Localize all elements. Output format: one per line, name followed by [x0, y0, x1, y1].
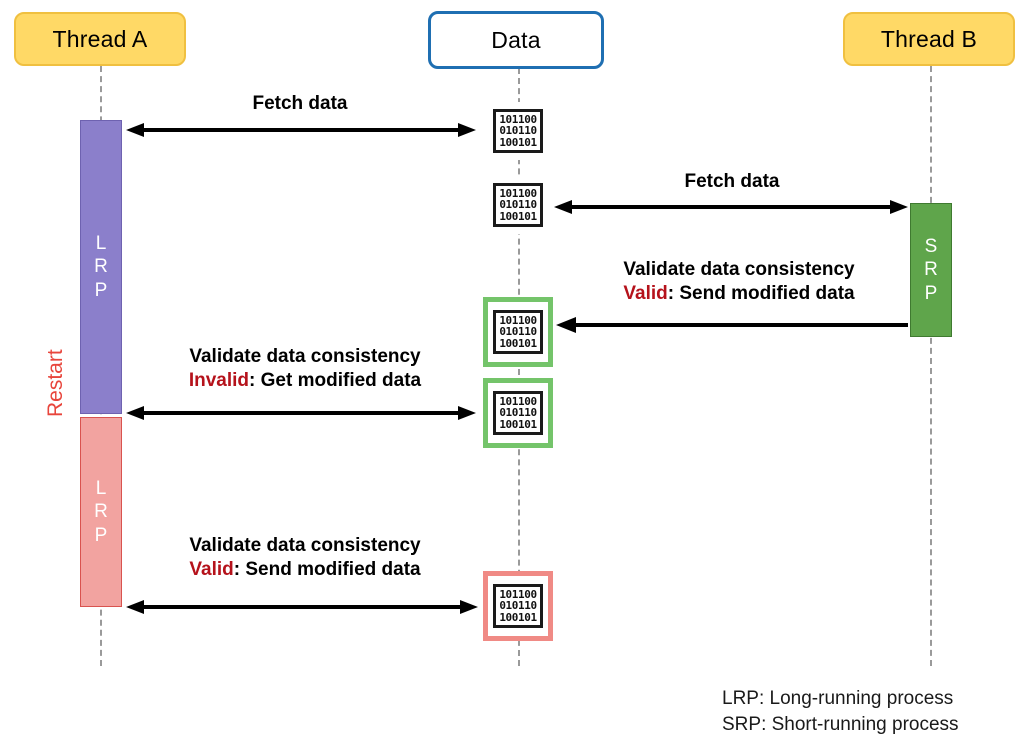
legend-line-srp: SRP: Short-running process	[722, 714, 959, 736]
message-line-2: Valid: Send modified data	[589, 282, 889, 306]
message-line-1: Fetch data	[252, 93, 348, 114]
data-bits-row: 101100	[499, 313, 537, 327]
activation-srp[interactable]: S R P	[910, 203, 952, 337]
data-icon-inner: 101100 010110 100101	[493, 309, 543, 355]
arrow-lrp-invalid[interactable]	[126, 403, 476, 423]
data-icon-invalid-1[interactable]: 101100 010110 100101	[483, 571, 553, 641]
data-bits-row: 010110	[499, 599, 537, 613]
data-bits-row: 100101	[499, 417, 537, 431]
activation-glyph: S	[924, 236, 938, 258]
data-icon-valid-1[interactable]: 101100 010110 100101	[483, 297, 553, 367]
data-icon-inner: 101100 010110 100101	[493, 108, 543, 154]
actor-thread-b[interactable]: Thread B	[843, 12, 1015, 66]
arrow-fetch-data-b[interactable]	[554, 197, 908, 217]
activation-lrp-restart[interactable]: L R P	[80, 417, 122, 607]
message-line-2-rest: : Send modified data	[667, 283, 855, 305]
lifeline-data	[518, 68, 520, 666]
message-label-fetch-data-a: Fetch data	[128, 92, 472, 116]
arrow-fetch-data-a[interactable]	[126, 120, 476, 140]
data-bits-row: 010110	[499, 325, 537, 339]
data-bits-row: 100101	[499, 209, 537, 223]
message-label-lrp-invalid: Validate data consistency Invalid: Get m…	[155, 345, 455, 394]
activation-glyph: P	[94, 279, 108, 301]
data-icon-inner: 101100 010110 100101	[493, 583, 543, 629]
activation-glyph: P	[94, 524, 108, 546]
arrow-lrp-valid[interactable]	[126, 597, 478, 617]
data-bits-row: 100101	[499, 610, 537, 624]
message-line-2-rest: : Get modified data	[249, 370, 422, 392]
legend: LRP: Long-running process SRP: Short-run…	[722, 686, 959, 738]
message-line-1: Validate data consistency	[189, 346, 421, 367]
data-bits-row: 101100	[499, 186, 537, 200]
message-line-1: Fetch data	[684, 171, 780, 192]
data-bits-row: 101100	[499, 112, 537, 126]
data-bits-row: 100101	[499, 135, 537, 149]
activation-glyph: L	[95, 233, 107, 255]
activation-glyph: L	[95, 478, 107, 500]
data-icon-inner: 101100 010110 100101	[493, 390, 543, 436]
message-label-fetch-data-b: Fetch data	[557, 170, 907, 194]
message-label-srp-valid: Validate data consistency Valid: Send mo…	[589, 258, 889, 307]
actor-data[interactable]: Data	[428, 11, 604, 69]
data-icon-neutral-2[interactable]: 101100 010110 100101	[489, 176, 547, 234]
message-line-2: Invalid: Get modified data	[155, 369, 455, 393]
message-line-1: Validate data consistency	[189, 535, 421, 556]
actor-thread-a-label: Thread A	[52, 25, 148, 52]
message-line-2: Valid: Send modified data	[155, 558, 455, 582]
data-bits-row: 010110	[499, 124, 537, 138]
verdict-valid-text: Valid	[189, 559, 234, 581]
message-line-1: Validate data consistency	[623, 259, 855, 280]
data-icon-valid-2[interactable]: 101100 010110 100101	[483, 378, 553, 448]
restart-label-text: Restart	[44, 349, 67, 417]
arrow-srp-valid[interactable]	[556, 315, 908, 335]
activation-glyph: R	[924, 259, 938, 281]
verdict-invalid-text: Invalid	[188, 370, 250, 392]
data-icon-neutral-1[interactable]: 101100 010110 100101	[489, 102, 547, 160]
activation-glyph: R	[94, 256, 108, 278]
data-bits-row: 100101	[499, 336, 537, 350]
data-icon-inner: 101100 010110 100101	[493, 182, 543, 228]
lifeline-thread-b	[930, 66, 932, 666]
activation-glyph: R	[94, 501, 108, 523]
data-bits-row: 010110	[499, 406, 537, 420]
message-line-2-rest: : Send modified data	[233, 559, 421, 581]
data-bits-row: 010110	[499, 198, 537, 212]
actor-data-label: Data	[491, 26, 541, 53]
activation-lrp-first[interactable]: L R P	[80, 120, 122, 414]
verdict-valid-text: Valid	[623, 283, 668, 305]
data-bits-row: 101100	[499, 587, 537, 601]
actor-thread-a[interactable]: Thread A	[14, 12, 186, 66]
actor-thread-b-label: Thread B	[880, 25, 978, 52]
legend-line-lrp: LRP: Long-running process	[722, 688, 954, 709]
data-bits-row: 101100	[499, 394, 537, 408]
message-label-lrp-valid: Validate data consistency Valid: Send mo…	[155, 534, 455, 583]
activation-glyph: P	[924, 282, 938, 304]
